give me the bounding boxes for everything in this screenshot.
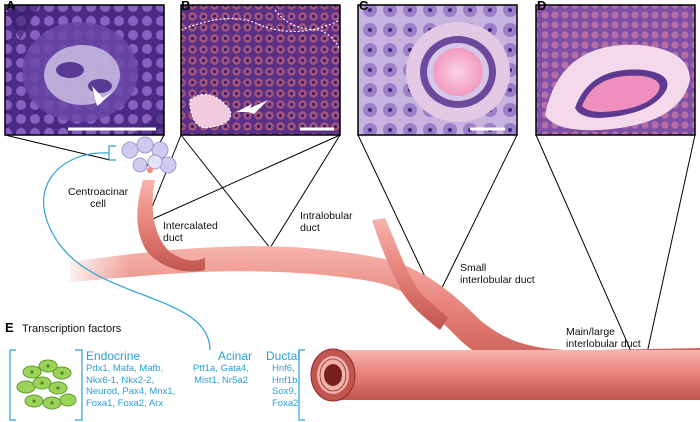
- panel-label-a: A: [6, 0, 16, 13]
- panel-c-image: [357, 4, 518, 136]
- label-intercalated-duct: Intercalated duct: [163, 220, 218, 244]
- endocrine-cell-cluster: [16, 359, 77, 410]
- duct-tree: [60, 180, 700, 402]
- transcription-factors-title: Transcription factors: [22, 323, 122, 335]
- acinar-heading: Acinar: [218, 349, 253, 363]
- label-intralobular-duct: Intralobular duct: [300, 210, 353, 234]
- panel-label-b: B: [181, 0, 191, 13]
- label-centroacinar-cell: Centroacinar cell: [68, 186, 129, 210]
- endocrine-heading: Endocrine: [86, 349, 141, 363]
- panel-label-c: C: [359, 0, 369, 13]
- arrowhead-icon: [92, 86, 112, 106]
- ductal-heading: Ductal: [266, 349, 301, 363]
- centroacinar-cluster: [121, 136, 177, 174]
- arrowhead-icon: [236, 100, 268, 114]
- panel-a-image: [4, 4, 165, 136]
- panel-b-image: [180, 4, 341, 136]
- panel-label-d: D: [537, 0, 547, 13]
- label-main-interlobular-duct: Main/large interlobular duct: [566, 326, 641, 350]
- ductal-factors: Hnf6, Hnf1b, Sox9, Foxa2: [272, 363, 300, 409]
- endocrine-factors: Pdx1, Mafa, Mafb, Nkx6-1, Nkx2-2, Neurod…: [86, 363, 176, 409]
- panel-d-image: [535, 4, 696, 136]
- blue-connector: [9, 145, 305, 421]
- acinar-factors: Ptf1a, Gata4, Mist1, Nr5a2: [193, 363, 249, 386]
- panel-label-e: E: [5, 320, 14, 335]
- label-small-interlobular-duct: Small interlobular duct: [460, 262, 535, 286]
